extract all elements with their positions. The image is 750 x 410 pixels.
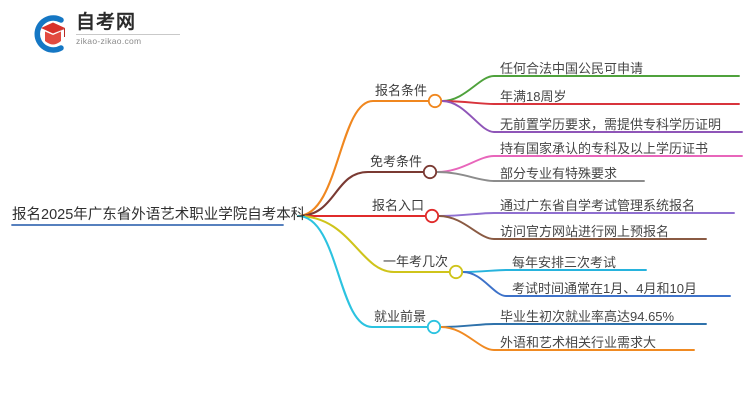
branch-node-0[interactable]: [427, 93, 443, 109]
site-logo: 自考网 zikao-zikao.com: [28, 8, 208, 58]
leaf-label-3-1: 考试时间通常在1月、4月和10月: [512, 281, 697, 296]
leaf-link-2-0: [438, 212, 735, 217]
branch-label-2: 报名入口: [371, 198, 424, 213]
branch-label-4: 就业前景: [373, 309, 426, 324]
branch-trunk-4: [296, 214, 429, 329]
mindmap-nodes: [422, 93, 464, 335]
leaf-label-1-0: 持有国家承认的专科及以上学历证书: [500, 141, 709, 156]
leaf-link-3-1: [462, 271, 731, 297]
root-label: 报名2025年广东省外语艺术职业学院自考本科: [12, 207, 306, 223]
graduation-cap-icon: [28, 12, 74, 54]
leaf-label-0-2: 无前置学历要求，需提供专科学历证明: [500, 117, 722, 132]
leaf-label-4-1: 外语和艺术相关行业需求大: [500, 335, 657, 350]
branch-label-3: 一年考几次: [382, 254, 448, 269]
logo-url: zikao-zikao.com: [76, 36, 142, 46]
leaf-label-4-0: 毕业生初次就业率高达94.65%: [500, 309, 675, 324]
branch-label-0: 报名条件: [374, 83, 427, 98]
branch-trunk-3: [296, 214, 451, 274]
branch-trunk-1: [296, 170, 425, 218]
branch-node-3[interactable]: [448, 264, 464, 280]
leaf-label-2-1: 访问官方网站进行网上预报名: [500, 224, 670, 239]
leaf-label-1-1: 部分专业有特殊要求: [500, 166, 618, 181]
leaf-link-2-1: [438, 215, 707, 240]
mindmap-links: [11, 75, 743, 351]
leaf-label-0-1: 年满18周岁: [500, 89, 567, 104]
branch-label-1: 免考条件: [369, 154, 422, 169]
leaf-link-1-1: [436, 171, 645, 182]
branch-trunk-0: [296, 99, 430, 218]
branch-node-1[interactable]: [422, 164, 438, 180]
leaf-link-4-1: [440, 326, 695, 351]
leaf-label-0-0: 任何合法中国公民可申请: [500, 61, 644, 76]
branch-node-4[interactable]: [426, 319, 442, 335]
leaf-link-0-1: [441, 100, 740, 105]
leaf-link-0-2: [441, 100, 743, 133]
leaf-link-3-0: [462, 269, 647, 273]
leaf-link-4-0: [440, 323, 707, 328]
logo-divider: [76, 34, 180, 35]
logo-name: 自考网: [76, 12, 137, 33]
leaf-label-2-0: 通过广东省自学考试管理系统报名: [500, 198, 696, 213]
branch-node-2[interactable]: [424, 208, 440, 224]
leaf-link-0-0: [441, 75, 740, 102]
leaf-label-3-0: 每年安排三次考试: [512, 255, 617, 270]
